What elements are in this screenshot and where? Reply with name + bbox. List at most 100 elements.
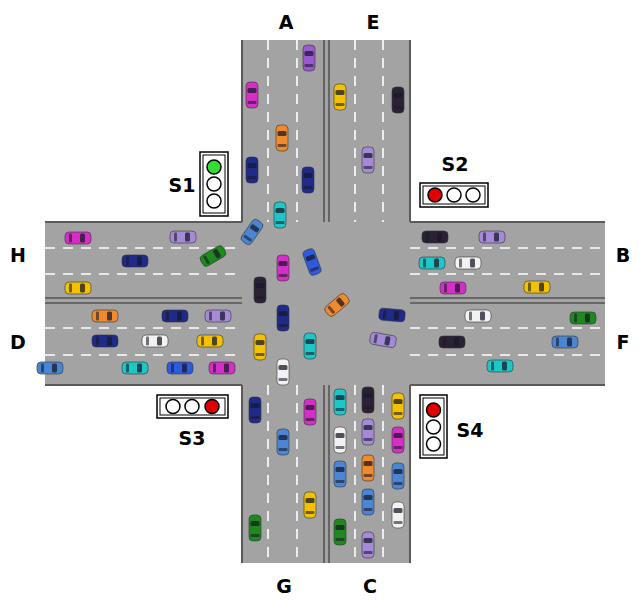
car-rear-window <box>126 257 129 266</box>
car <box>277 359 289 385</box>
road-label: B <box>616 244 630 266</box>
car <box>254 277 266 303</box>
car <box>276 125 288 151</box>
car <box>570 312 596 324</box>
car <box>170 231 196 243</box>
car <box>197 335 223 347</box>
road-dividers <box>45 40 605 563</box>
car <box>392 87 404 113</box>
road-label: D <box>10 331 26 353</box>
car-windshield <box>279 365 288 370</box>
car-rear-window <box>146 337 149 346</box>
car-rear-window <box>336 408 345 411</box>
car-body <box>570 312 596 324</box>
car <box>246 82 258 108</box>
road-label: F <box>617 331 630 353</box>
car-body <box>249 397 261 423</box>
signal-label: S1 <box>169 174 196 196</box>
car-windshield <box>502 362 507 371</box>
car-rear-window <box>203 255 210 264</box>
car-body <box>334 389 346 415</box>
car <box>362 455 374 481</box>
car <box>524 281 550 293</box>
car-rear-window <box>251 416 260 419</box>
car-rear-window <box>556 338 559 347</box>
car-body <box>302 248 322 277</box>
car <box>209 362 235 374</box>
car-body <box>170 231 196 243</box>
car-body <box>197 335 223 347</box>
car-rear-window <box>304 186 313 189</box>
car-windshield <box>279 311 288 316</box>
car-body <box>323 292 351 318</box>
car <box>362 489 374 515</box>
car-rear-window <box>491 362 494 371</box>
car-windshield <box>336 525 345 530</box>
car-windshield <box>276 208 285 213</box>
road-label: G <box>276 575 292 597</box>
traffic-lights <box>157 152 488 458</box>
car-body <box>362 532 374 558</box>
road-label: H <box>10 244 26 266</box>
car-windshield <box>80 284 85 293</box>
car <box>334 84 346 110</box>
car-body <box>65 282 91 294</box>
car <box>65 232 91 244</box>
car-rear-window <box>306 418 315 421</box>
car-windshield <box>107 337 112 346</box>
car-rear-window <box>306 352 315 355</box>
car-rear-window <box>306 511 315 514</box>
car <box>302 248 322 277</box>
car-body <box>277 255 289 281</box>
car <box>323 292 351 318</box>
car <box>274 202 286 228</box>
car <box>303 45 315 71</box>
car <box>92 310 118 322</box>
car <box>334 389 346 415</box>
car-body <box>439 336 465 348</box>
car <box>167 362 193 374</box>
car-body <box>362 387 374 413</box>
car <box>419 257 445 269</box>
car-windshield <box>52 364 57 373</box>
car <box>334 461 346 487</box>
car-body <box>334 519 346 545</box>
car-rear-window <box>305 64 314 67</box>
car-rear-window <box>423 259 426 268</box>
car-rear-window <box>41 364 44 373</box>
car-rear-window <box>364 438 373 441</box>
traffic-light-s2 <box>420 183 488 207</box>
car-windshield <box>306 405 315 410</box>
car-body <box>419 257 445 269</box>
car <box>205 310 231 322</box>
car-rear-window <box>251 534 260 537</box>
road-label: E <box>367 11 380 33</box>
car-windshield <box>364 153 373 158</box>
car <box>334 427 346 453</box>
car-windshield <box>394 508 403 513</box>
road-edges <box>45 40 605 563</box>
roads <box>45 40 605 563</box>
car-body <box>205 310 231 322</box>
car-body <box>362 147 374 173</box>
car-rear-window <box>96 337 99 346</box>
road-label: C <box>363 575 377 597</box>
car-body <box>92 310 118 322</box>
car-rear-window <box>166 312 169 321</box>
car-body <box>334 461 346 487</box>
car-rear-window <box>279 324 288 327</box>
car-body <box>304 492 316 518</box>
car-rear-window <box>444 284 447 293</box>
car <box>92 335 118 347</box>
car-windshield <box>364 495 373 500</box>
cars <box>37 45 596 558</box>
car-windshield <box>336 395 345 400</box>
car-windshield <box>394 433 403 438</box>
car-body <box>362 455 374 481</box>
car <box>422 231 448 243</box>
car-windshield <box>157 337 162 346</box>
car-windshield <box>185 233 190 242</box>
car <box>465 310 491 322</box>
car-windshield <box>585 314 590 323</box>
road-label: A <box>279 11 294 33</box>
